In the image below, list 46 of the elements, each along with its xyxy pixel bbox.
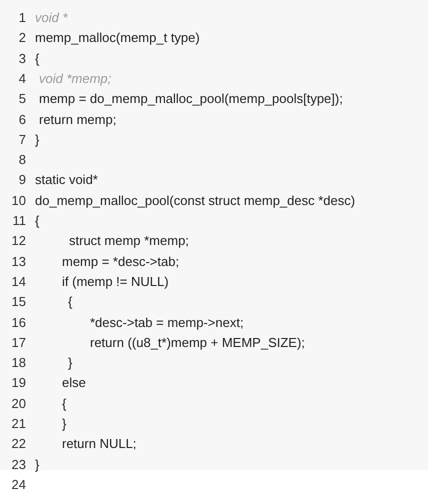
line-number: 16	[10, 314, 26, 330]
code-line: }	[35, 132, 40, 147]
line-number: 22	[10, 436, 26, 452]
line-number: 24	[10, 476, 26, 492]
line-number: 9	[18, 172, 26, 188]
line-number: 2	[18, 30, 26, 46]
line-number: 8	[18, 152, 26, 168]
code-line: return ((u8_t*)memp + MEMP_SIZE);	[90, 334, 305, 350]
code-line: {	[62, 396, 66, 411]
code-line: if (memp != NULL)	[62, 274, 169, 289]
line-number: 15	[10, 294, 26, 310]
line-number: 10	[10, 192, 26, 208]
code-line: do_memp_malloc_pool(const struct memp_desc *desc)	[35, 192, 356, 208]
code-line: memp = *desc->tab;	[62, 254, 180, 269]
line-number: 5	[18, 91, 26, 106]
code-line: static void*	[35, 172, 98, 188]
code-line: void *memp;	[39, 70, 112, 86]
code-line: memp_malloc(memp_t type)	[35, 30, 200, 46]
line-number: 3	[18, 50, 26, 66]
code-line: *desc->tab = memp->next;	[90, 314, 244, 330]
line-number: 23	[10, 456, 26, 472]
code-line: }	[62, 416, 66, 431]
line-number: 12	[10, 233, 26, 248]
code-line: else	[62, 375, 86, 390]
code-line: }	[35, 456, 40, 472]
line-number: 13	[10, 254, 26, 269]
code-line: }	[68, 355, 72, 370]
code-line: return memp;	[39, 112, 116, 126]
line-number: 17	[10, 334, 26, 350]
code-line: memp = do_memp_malloc_pool(memp_pools[type]);	[39, 91, 343, 106]
code-line: {	[35, 213, 40, 228]
line-number: 18	[10, 355, 26, 370]
code-line: {	[35, 50, 40, 66]
line-number: 4	[18, 70, 26, 86]
code-line: struct memp *memp;	[69, 233, 189, 248]
line-number: 14	[10, 274, 26, 289]
code-line: {	[68, 294, 72, 310]
line-number: 20	[10, 396, 26, 411]
line-number: 19	[10, 375, 26, 390]
line-number: 7	[18, 132, 26, 147]
code-line: return NULL;	[62, 436, 136, 452]
line-number: 21	[10, 416, 26, 431]
line-number: 1	[18, 10, 26, 25]
code-line: void *	[35, 10, 68, 25]
line-number: 6	[18, 112, 26, 126]
line-number: 11	[12, 213, 26, 228]
